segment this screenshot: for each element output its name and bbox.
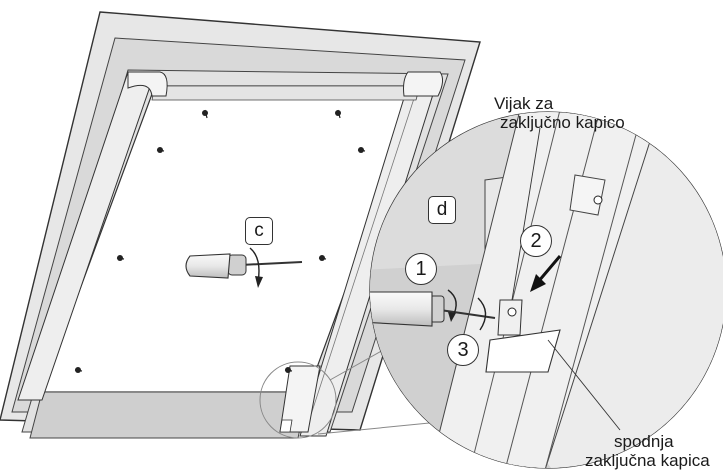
callout-3: 3 [447,334,479,366]
screw-label-line2: zaključno kapico [500,113,625,132]
rotate-arrow-icon [447,289,487,331]
screwdriver-icon [185,253,303,279]
zoom-source-circle [259,361,337,439]
cap-label-line1: spodnja [614,432,674,451]
push-arrow-icon [530,255,562,292]
step-d-badge: d [428,196,456,224]
end-cap-top-left [127,71,168,97]
end-cap-bottom-right [279,365,321,433]
step-c-badge: c [245,217,273,245]
bottom-frame-rail [29,391,309,439]
cap-label-leader [547,339,621,431]
callout-2: 2 [520,225,552,257]
rotate-arrow-icon [249,247,263,288]
callout-1: 1 [405,253,437,285]
end-cap-top-right [403,71,444,97]
detail-view [369,111,723,469]
screw-label-line1: Vijak za [494,94,554,113]
top-rail [151,85,421,101]
screw-label-leader [511,127,541,301]
cap-label-line2: zaključna kapica [585,451,710,470]
